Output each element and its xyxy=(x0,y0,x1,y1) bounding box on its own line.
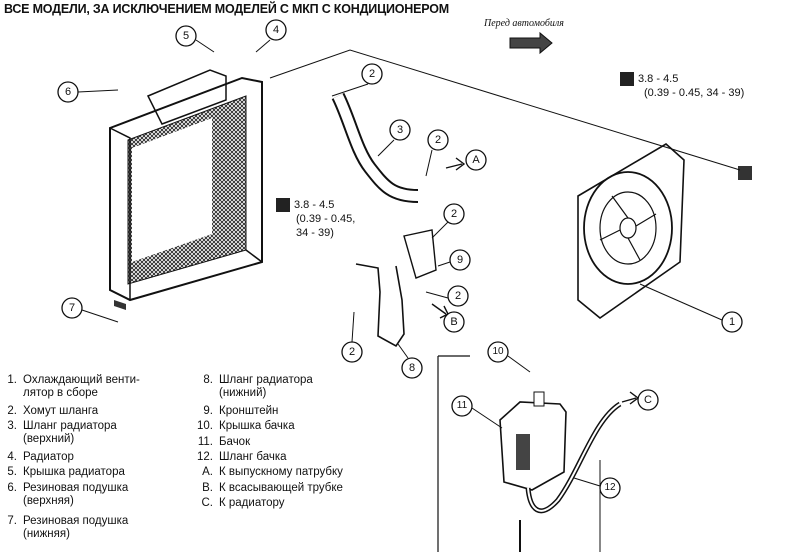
upper-radiator-hose xyxy=(331,92,419,203)
callout-b: B xyxy=(450,316,458,328)
arrow-to-a-icon xyxy=(445,157,466,171)
torque-value-bracket: 3.8 - 4.5 xyxy=(294,199,335,211)
legend-item-7: 7.Резиновая подушка(нижняя) xyxy=(7,515,129,540)
legend-item-5: 5.Крышка радиатора xyxy=(7,466,125,478)
legend-item-b: B.К всасывающей трубке xyxy=(202,482,343,494)
diagram-title: ВСЕ МОДЕЛИ, ЗА ИСКЛЮЧЕНИЕМ МОДЕЛЕЙ С МКП… xyxy=(4,2,449,16)
callout-9: 9 xyxy=(456,254,464,266)
arrow-to-c-icon xyxy=(621,391,640,405)
torque-spec-bracket: 3.8 - 4.5 (0.39 - 0.45, 34 - 39) xyxy=(276,198,355,240)
legend-item-8: 8.Шланг радиатора(нижний) xyxy=(203,374,313,399)
callout-c: C xyxy=(644,394,652,406)
callout-2c: 2 xyxy=(450,208,458,220)
torque-value-fan: 3.8 - 4.5 xyxy=(638,73,679,85)
lower-radiator-hose xyxy=(355,263,405,348)
fan-bolt xyxy=(738,166,752,180)
torque-spec-fan: 3.8 - 4.5 (0.39 - 0.45, 34 - 39) xyxy=(620,72,744,100)
callout-circles xyxy=(57,19,743,499)
torque-detail-bracket-2: 34 - 39) xyxy=(296,227,334,240)
callout-5: 5 xyxy=(182,30,190,42)
legend-item-2: 2.Хомут шланга xyxy=(7,405,99,417)
callout-2e: 2 xyxy=(348,346,356,358)
callout-2a: 2 xyxy=(368,68,376,80)
bracket xyxy=(403,229,437,279)
torque-detail-fan: (0.39 - 0.45, 34 - 39) xyxy=(644,87,745,100)
torque-icon xyxy=(276,198,290,213)
callout-a: A xyxy=(472,154,480,166)
legend-item-3: 3.Шланг радиатора(верхний) xyxy=(7,420,117,445)
legend-item-10: 10.Крышка бачка xyxy=(197,420,295,432)
callout-4: 4 xyxy=(272,24,280,36)
callout-7: 7 xyxy=(68,302,76,314)
legend-item-9: 9.Кронштейн xyxy=(203,405,279,417)
callout-2b: 2 xyxy=(434,134,442,146)
callout-2d: 2 xyxy=(454,290,462,302)
legend-item-a: A.К выпускному патрубку xyxy=(202,466,343,478)
legend-item-1: 1.Охлаждающий венти-лятор в сборе xyxy=(7,374,140,399)
front-arrow-icon xyxy=(509,31,553,55)
legend-item-4: 4.Радиатор xyxy=(7,451,74,463)
legend-item-6: 6.Резиновая подушка(верхняя) xyxy=(7,482,129,507)
callout-10: 10 xyxy=(492,346,504,357)
callout-12: 12 xyxy=(604,482,616,493)
front-direction-label: Перед автомобиля xyxy=(484,18,564,29)
callout-6: 6 xyxy=(64,86,72,98)
cooling-fan-assembly xyxy=(577,143,685,320)
reservoir-hose xyxy=(519,401,622,552)
callout-3: 3 xyxy=(396,124,404,136)
reservoir-detail-box xyxy=(437,355,601,552)
callout-1: 1 xyxy=(728,316,736,328)
torque-detail-bracket-1: (0.39 - 0.45, xyxy=(296,213,356,226)
torque-icon xyxy=(620,72,634,87)
reservoir-tank xyxy=(499,391,567,491)
radiator xyxy=(109,69,263,310)
legend-item-c: C.К радиатору xyxy=(201,497,285,509)
callout-leaders xyxy=(77,39,723,487)
legend-item-12: 12.Шланг бачка xyxy=(197,451,287,463)
callout-11: 11 xyxy=(456,400,468,411)
fan-leader-line xyxy=(269,49,741,171)
legend-item-11: 11.Бачок xyxy=(197,436,251,448)
callout-8: 8 xyxy=(408,362,416,374)
